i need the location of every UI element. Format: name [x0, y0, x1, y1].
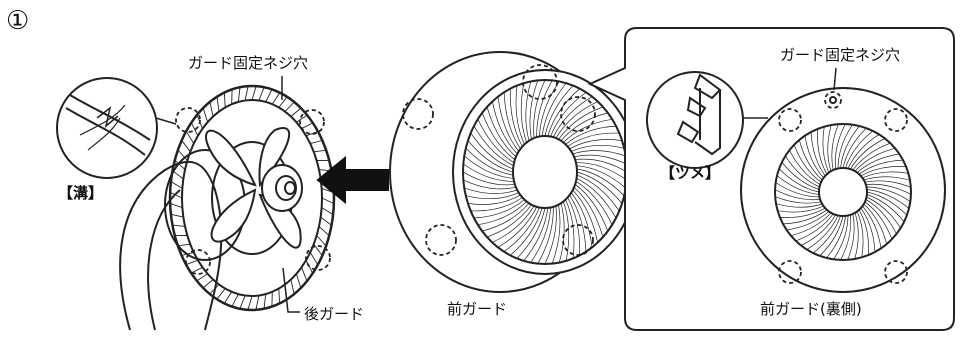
rear-guard-label: 後ガード — [304, 303, 364, 324]
groove-zoom-callout — [57, 78, 176, 178]
step-number: ① — [6, 6, 29, 36]
groove-label: 【溝】 — [58, 182, 103, 203]
left-hole-label: ガード固定ネジ穴 — [188, 52, 308, 73]
front-guard-label: 前ガード — [447, 298, 507, 319]
right-hole-label: ガード固定ネジ穴 — [780, 44, 900, 65]
front-guard-back-label: 前ガード(裏側) — [760, 298, 862, 319]
claw-label: 【ツメ】 — [660, 162, 720, 183]
attach-direction-arrow — [318, 158, 388, 202]
callout-box — [590, 28, 954, 330]
